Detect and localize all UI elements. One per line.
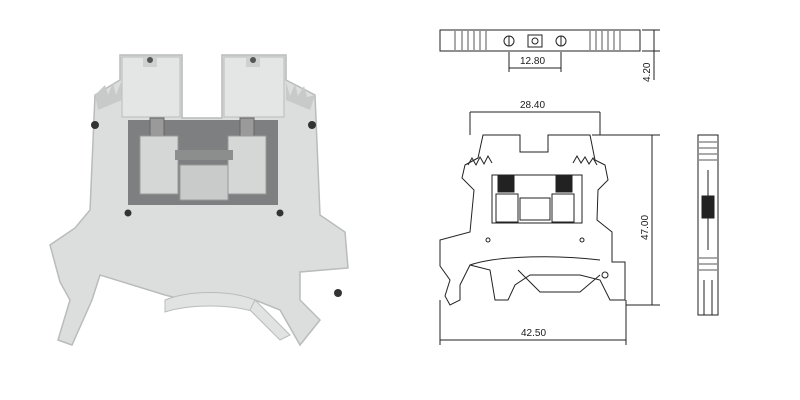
dim-height: 47.00 xyxy=(640,215,651,240)
dim-top-thickness: 4.20 xyxy=(642,62,653,82)
side-view-outline xyxy=(697,134,719,316)
ridge-right xyxy=(286,82,315,110)
dim-body-width: 28.40 xyxy=(520,100,545,111)
ridge-left xyxy=(95,82,122,110)
screw-left xyxy=(149,117,165,137)
din-foot xyxy=(164,292,256,313)
top-view-drawing xyxy=(439,29,660,80)
dim-overall-width: 42.50 xyxy=(521,328,546,339)
current-bar xyxy=(175,150,233,160)
side-view-drawing xyxy=(697,134,719,316)
front-view-outline xyxy=(439,134,626,306)
top-view-outline xyxy=(439,29,641,52)
clamp-left xyxy=(139,135,179,195)
front-view-drawing xyxy=(439,111,660,345)
front-clamp-area xyxy=(491,174,583,224)
clamp-right xyxy=(227,135,267,195)
product-photo xyxy=(49,54,349,347)
dim-top-pitch: 12.80 xyxy=(520,56,545,67)
screw-right xyxy=(239,117,255,137)
